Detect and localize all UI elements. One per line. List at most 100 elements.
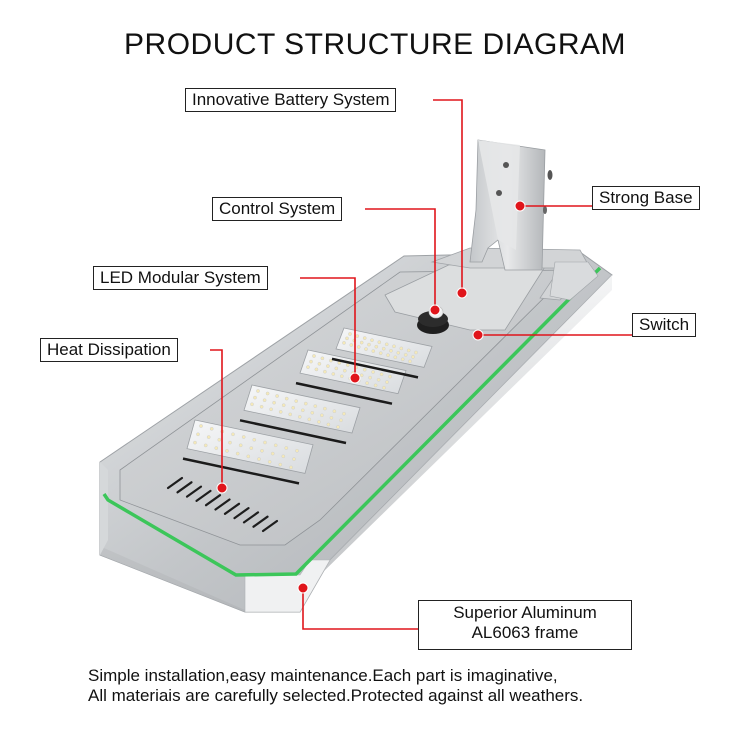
led-chip (320, 413, 324, 418)
led-chip (379, 372, 384, 377)
led-chip (359, 373, 364, 378)
led-chip (281, 403, 286, 408)
divider-bars (182, 357, 419, 485)
vent-slot (204, 494, 222, 507)
led-chip (371, 370, 375, 374)
led-chip (411, 355, 415, 359)
vent-slot (223, 502, 241, 515)
led-chip (320, 356, 325, 361)
led-chip (332, 409, 337, 414)
led-chip (348, 332, 352, 336)
label-control-system: Control System (212, 197, 343, 221)
led-chip (295, 448, 299, 453)
led-chip (345, 336, 349, 341)
led-chip (292, 457, 296, 461)
leader-lines (210, 99, 632, 630)
led-chip (371, 349, 376, 353)
divider-bar (331, 357, 419, 379)
led-chip (238, 443, 243, 448)
led-module (299, 349, 407, 395)
led-chip (349, 343, 354, 347)
led-chip (326, 364, 330, 368)
led-chip (300, 408, 305, 413)
led-chip (326, 422, 331, 427)
led-chip (396, 350, 401, 355)
led-chip (339, 374, 344, 379)
led-chip (289, 465, 293, 470)
led-chip (373, 383, 378, 388)
led-chip (378, 351, 383, 356)
led-chip (235, 451, 240, 456)
leader-heat (210, 349, 223, 488)
led-chip (342, 368, 347, 373)
leader-control (365, 208, 436, 312)
page-title: PRODUCT STRUCTURE DIAGRAM (124, 28, 626, 61)
led-chip (365, 381, 369, 385)
dot-control (429, 304, 441, 316)
led-chip (393, 355, 398, 360)
vent-slot (233, 507, 250, 520)
led-chip (203, 443, 208, 448)
led-chip (317, 361, 322, 366)
led-chip (385, 380, 389, 384)
led-chip (388, 374, 392, 379)
led-chip (408, 359, 412, 364)
dot-battery (456, 287, 468, 299)
dot-frame (297, 582, 309, 594)
led-chip (356, 345, 361, 349)
led-chip (364, 347, 368, 351)
vent-slot (185, 485, 203, 498)
divider-bar (182, 457, 300, 485)
leader-battery (433, 99, 463, 293)
led-chip (362, 367, 367, 372)
led-chip (294, 399, 299, 403)
led-chip (377, 340, 382, 345)
led-chip (281, 454, 286, 459)
leader-dots (216, 200, 526, 594)
led-chip (368, 375, 372, 380)
led-chip (307, 417, 312, 422)
led-chip (273, 443, 278, 448)
led-chip (374, 344, 379, 349)
heat-dissipation-vents (166, 476, 279, 533)
led-chip (314, 367, 319, 372)
led-chip (329, 415, 334, 420)
led-chip (359, 340, 364, 345)
label-frame-line1: Superior Aluminum (453, 603, 597, 622)
led-chip (331, 372, 336, 376)
led-chip (389, 348, 393, 353)
dot-switch (472, 329, 484, 341)
vent-slot (195, 489, 212, 502)
led-chip (263, 440, 267, 445)
led-chip (278, 462, 283, 467)
led-chip (414, 350, 418, 355)
led-chip (217, 437, 222, 442)
led-chip (291, 405, 296, 410)
led-chip (214, 446, 219, 450)
led-chip (317, 420, 321, 424)
led-chip (267, 460, 272, 464)
led-chip (278, 410, 283, 414)
label-frame-line2: AL6063 frame (471, 623, 579, 642)
led-chip (334, 366, 339, 371)
label-switch: Switch (632, 313, 697, 337)
label-led-modular-system: LED Modular System (93, 266, 268, 290)
leader-led (300, 277, 356, 378)
led-chip (284, 396, 289, 401)
led-chip (241, 435, 246, 439)
led-chip (253, 395, 257, 400)
led-chip (362, 336, 367, 340)
led-chip (406, 348, 411, 353)
led-chip (400, 357, 405, 362)
led-module (335, 327, 433, 368)
led-chip (209, 426, 214, 431)
led-chip (403, 353, 408, 357)
led-chip (309, 359, 313, 364)
led-chip (228, 440, 232, 445)
led-chip (288, 412, 293, 417)
led-chip (323, 369, 327, 374)
label-heat-dissipation: Heat Dissipation (40, 338, 178, 362)
led-chip (323, 406, 327, 411)
dot-base (514, 200, 526, 212)
